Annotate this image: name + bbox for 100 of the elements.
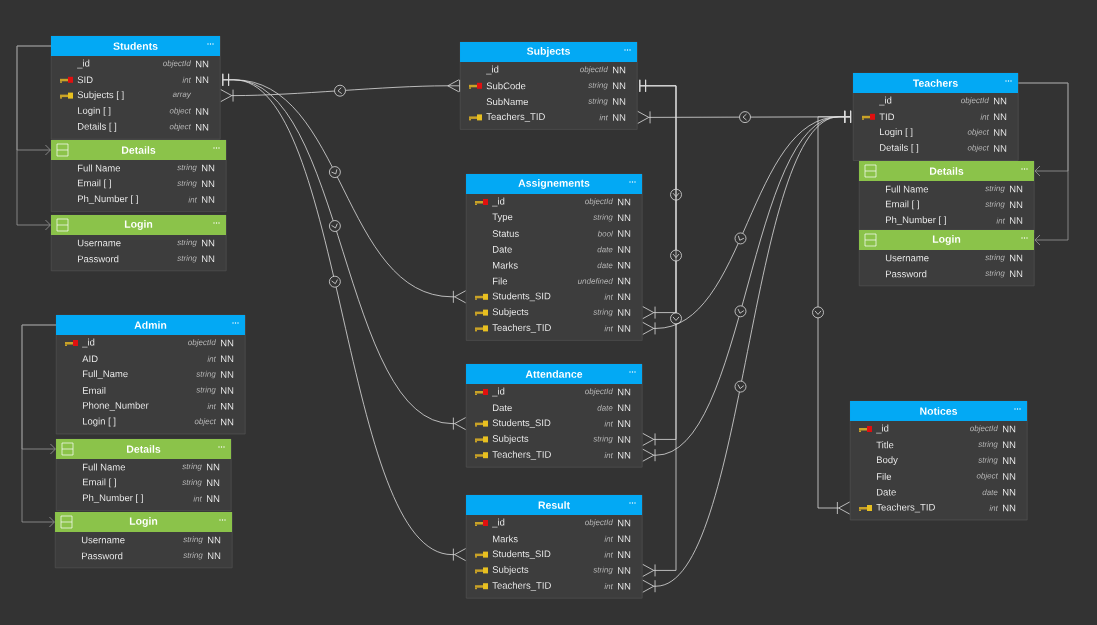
constraint-label: NN (207, 479, 220, 487)
constraint-label: NN (994, 145, 1007, 152)
field-type: object (976, 472, 999, 481)
field-type: int (604, 583, 614, 590)
field-type: int (604, 535, 614, 542)
field-type: string (985, 254, 1005, 262)
constraint-label: NN (618, 230, 631, 237)
field-name: Ph_Number [ ] (78, 195, 138, 205)
constraint-label: NN (994, 113, 1007, 121)
field-type: string (196, 386, 216, 395)
constraint-label: NN (221, 355, 234, 363)
relationship-line (812, 110, 851, 515)
field-type: int (604, 293, 614, 300)
field-type: array (172, 92, 192, 99)
constraint-label: NN (618, 261, 631, 269)
field-name: Subjects (492, 308, 529, 318)
constraint-label: NN (1003, 425, 1016, 433)
field-type: date (982, 489, 998, 496)
constraint-label: NN (208, 536, 221, 544)
field-type: string (593, 214, 613, 222)
constraint-label: NN (618, 388, 631, 396)
constraint-label: NN (221, 402, 234, 410)
constraint-label: NN (613, 98, 626, 105)
constraint-label: NN (202, 255, 215, 263)
field-type: int (604, 420, 614, 427)
field-type: string (588, 82, 608, 90)
field-name: Full Name (886, 185, 929, 193)
constraint-label: NN (221, 371, 234, 378)
field-name: Date (493, 246, 512, 253)
relationship-line (639, 79, 682, 577)
field-name: Email [ ] (83, 478, 116, 488)
field-type: object (967, 128, 990, 137)
table-title: Subjects (526, 47, 570, 57)
field-type: int (604, 551, 614, 558)
field-name: _id (879, 96, 892, 106)
field-name: Password (78, 255, 119, 263)
table-title: Details (122, 146, 156, 154)
field-name: Username (81, 536, 125, 544)
constraint-label: NN (202, 180, 215, 188)
field-name: Subjects (492, 435, 529, 444)
field-name: AID (82, 355, 98, 363)
field-name: Details [ ] (78, 122, 117, 132)
field-type: object (169, 123, 192, 131)
table-title: Teachers (912, 79, 958, 87)
field-name: Username (77, 239, 121, 247)
field-name: Subjects [ ] (77, 91, 124, 101)
constraint-label: NN (618, 535, 631, 543)
field-type: string (985, 201, 1005, 209)
field-type: string (183, 552, 203, 560)
field-name: Email [ ] (78, 179, 111, 189)
field-name: SubCode (486, 82, 526, 90)
constraint-label: NN (618, 582, 631, 590)
constraint-label: NN (618, 420, 631, 427)
field-name: Teachers_TID (486, 113, 545, 122)
constraint-label: NN (618, 451, 631, 459)
table-title: Login (129, 517, 158, 527)
relationship-line (1018, 82, 1069, 246)
field-type: int (980, 113, 990, 120)
field-type: date (597, 404, 613, 411)
field-name: Students_SID (492, 292, 551, 302)
field-type: string (593, 308, 613, 317)
field-type: objectId (585, 198, 613, 206)
field-name: Email (83, 386, 106, 394)
field-name: Login [ ] (880, 128, 913, 138)
field-type: int (604, 452, 614, 459)
field-type: string (182, 479, 202, 487)
field-type: objectId (970, 425, 998, 433)
field-type: undefined (578, 278, 613, 284)
field-name: Email [ ] (886, 200, 919, 210)
field-type: string (177, 180, 197, 188)
field-name: Teachers_TID (492, 450, 551, 460)
constraint-label: NN (613, 82, 626, 90)
field-name: Teachers_TID (876, 503, 935, 513)
field-name: Marks (493, 261, 518, 269)
field-name: Date (877, 488, 896, 496)
table-title: Attendance (525, 370, 583, 378)
field-name: Students_SID (492, 550, 551, 559)
field-name: Details [ ] (880, 144, 919, 153)
table-title: Admin (134, 321, 167, 329)
field-type: int (989, 505, 999, 511)
field-name: _id (492, 387, 505, 397)
constraint-label: NN (618, 309, 631, 316)
field-name: TID (879, 113, 895, 121)
field-name: SID (77, 76, 93, 84)
relationship-line (16, 45, 52, 231)
constraint-label: NN (618, 293, 631, 301)
field-type: object (169, 107, 192, 116)
constraint-label: NN (1003, 488, 1016, 496)
constraint-label: NN (196, 123, 209, 131)
constraint-label: NN (618, 277, 631, 285)
field-name: Full Name (83, 463, 126, 471)
constraint-label: NN (618, 551, 631, 558)
field-type: date (597, 262, 613, 269)
field-type: string (177, 164, 197, 172)
constraint-label: NN (221, 339, 234, 347)
relationship-line (21, 324, 57, 528)
field-type: string (978, 441, 998, 449)
constraint-label: NN (613, 114, 626, 121)
field-type: objectId (961, 97, 989, 105)
field-type: string (985, 270, 1005, 278)
